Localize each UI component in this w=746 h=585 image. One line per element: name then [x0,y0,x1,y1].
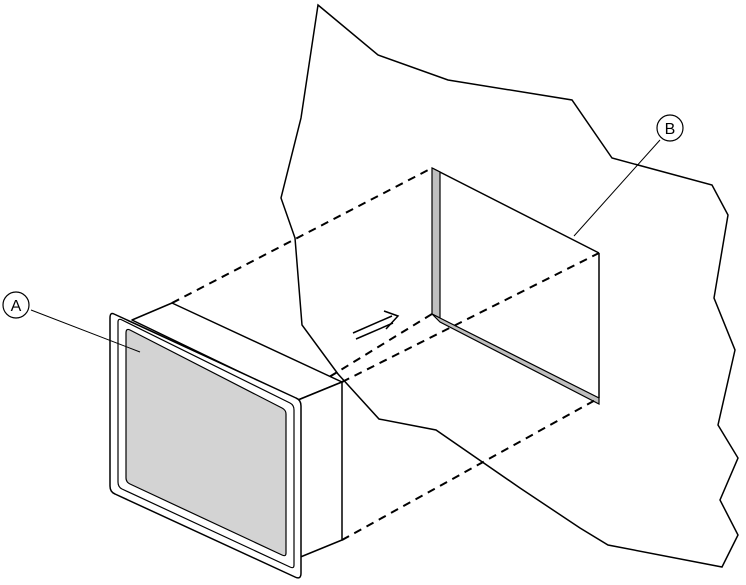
panel-device [109,302,343,579]
wall-cutout [431,167,600,405]
callout-a-circle [2,291,30,319]
callout-a: A [2,291,141,353]
callout-b-circle [656,114,684,142]
projection-lines [171,167,600,541]
callout-b: B [573,114,684,237]
callout-a-label: A [11,298,22,315]
insertion-arrow-icon [352,310,400,340]
panel-screen [125,328,287,557]
callout-b-label: B [665,121,676,138]
